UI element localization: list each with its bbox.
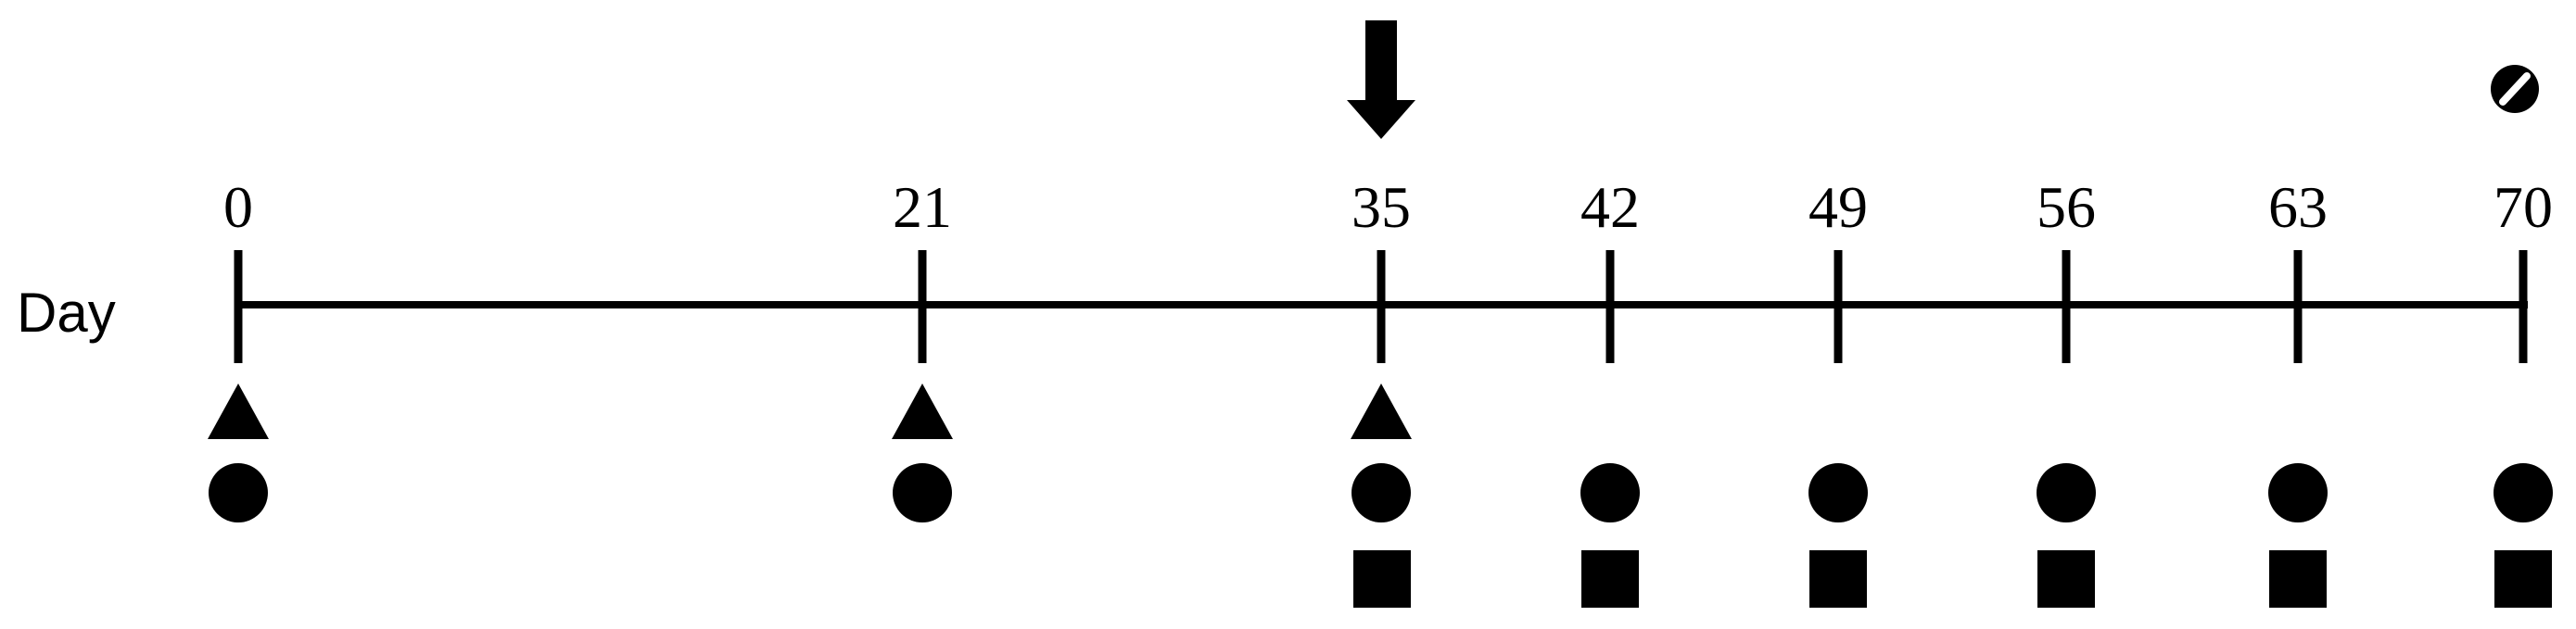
tick-56: 56 xyxy=(2037,174,2096,363)
tick-label-0: 0 xyxy=(223,174,253,240)
circle-marker xyxy=(209,463,268,522)
tick-0: 0 xyxy=(223,174,253,363)
square-marker xyxy=(1809,550,1867,608)
square-marker xyxy=(2269,550,2327,608)
square-marker xyxy=(1353,550,1411,608)
square-marker xyxy=(1581,550,1639,608)
tick-label-21: 21 xyxy=(893,174,952,240)
square-marker xyxy=(2037,550,2095,608)
axis-label-day: Day xyxy=(17,282,116,344)
triangle-marker xyxy=(892,384,953,439)
tick-label-49: 49 xyxy=(1808,174,1868,240)
circle-marker xyxy=(2037,463,2096,522)
prohibited-circle-icon xyxy=(2491,65,2539,113)
tick-label-42: 42 xyxy=(1580,174,1640,240)
tick-42: 42 xyxy=(1580,174,1640,363)
square-marker xyxy=(2494,550,2552,608)
circle-marker xyxy=(2494,463,2553,522)
triangle-marker xyxy=(208,384,269,439)
triangle-marker xyxy=(1351,384,1412,439)
tick-63: 63 xyxy=(2268,174,2328,363)
tick-35: 35 xyxy=(1351,174,1411,363)
circle-marker xyxy=(1580,463,1640,522)
circle-marker xyxy=(1351,463,1411,522)
circle-marker xyxy=(1808,463,1868,522)
circle-marker xyxy=(893,463,952,522)
tick-label-63: 63 xyxy=(2268,174,2328,240)
tick-70: 70 xyxy=(2494,174,2553,363)
tick-label-35: 35 xyxy=(1351,174,1411,240)
tick-label-56: 56 xyxy=(2037,174,2096,240)
tick-49: 49 xyxy=(1808,174,1868,363)
tick-label-70: 70 xyxy=(2494,174,2553,240)
tick-21: 21 xyxy=(893,174,952,363)
circle-marker xyxy=(2268,463,2328,522)
down-arrow-icon xyxy=(1347,20,1415,139)
